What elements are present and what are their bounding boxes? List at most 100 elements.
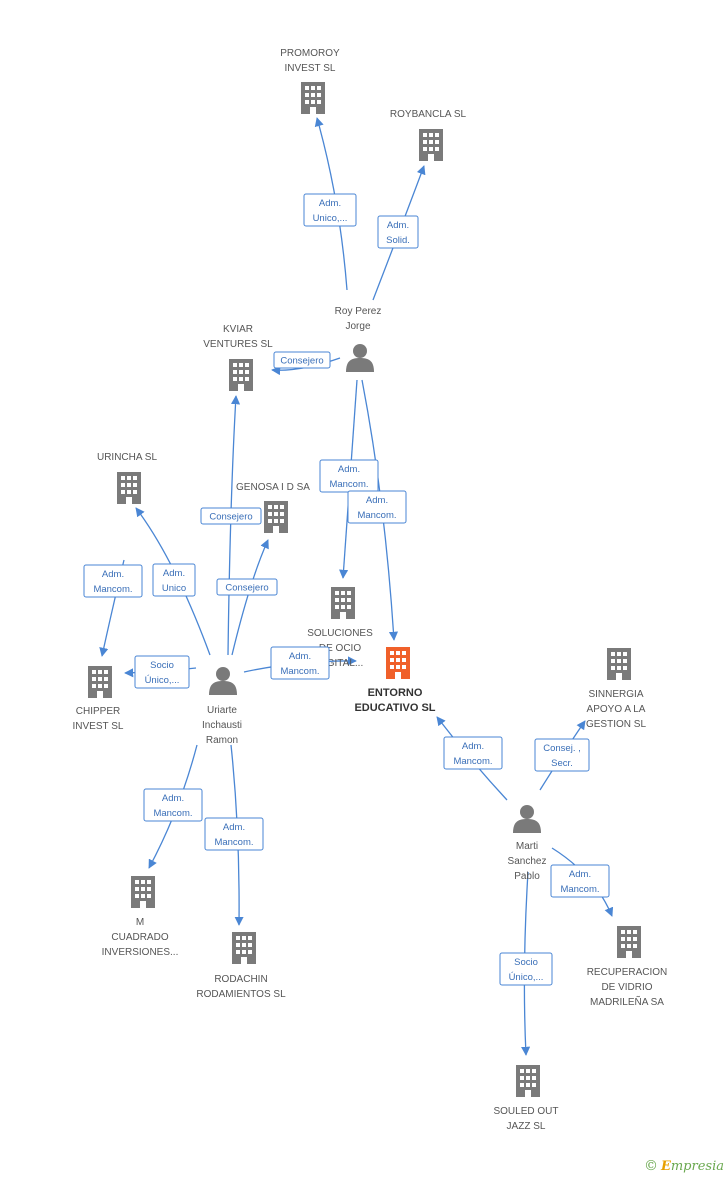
- edge-label-uriarte-to-kviar[interactable]: Consejero: [200, 507, 262, 525]
- node-entorno[interactable]: ENTORNO EDUCATIVO SL: [354, 647, 436, 714]
- edge-label-line: Adm.: [462, 741, 484, 752]
- building-icon: [331, 587, 355, 619]
- node-label-line: M: [136, 917, 144, 928]
- edge-label-roy-to-promoroy[interactable]: Adm. Unico,...: [303, 193, 357, 227]
- edge-label-line: Unico: [162, 583, 186, 594]
- building-icon: [301, 82, 325, 114]
- node-label-line: RECUPERACION: [587, 967, 668, 978]
- edge-label-line: Mancom.: [357, 510, 396, 521]
- building-icon: [419, 129, 443, 161]
- node-label-line: KVIAR: [223, 324, 253, 335]
- edge-label-line: Consejero: [280, 356, 323, 367]
- brand-credit[interactable]: ©Empresia: [644, 1158, 724, 1174]
- edge-label-line: Unico,...: [313, 213, 348, 224]
- node-label-line: MADRILEÑA SA: [590, 995, 664, 1008]
- edge-label-roy-to-entorno[interactable]: Adm.Mancom.: [347, 490, 407, 524]
- edge-label-line: Mancom.: [453, 756, 492, 767]
- edge-labels-layer: Adm.Unico,...Adm.Solid.ConsejeroAdm.Manc…: [83, 193, 610, 986]
- node-label-line: PROMOROY: [280, 48, 340, 59]
- edge-uriarte-to-kviar: [227, 395, 241, 656]
- edge-label-marti-to-souled[interactable]: SocioÚnico,...: [499, 952, 553, 986]
- copyright-icon: ©: [643, 1158, 658, 1174]
- edge-label-uriarte-to-chipper[interactable]: SocioÚnico,...: [134, 655, 190, 689]
- edge-label-line: Único,...: [509, 972, 544, 983]
- edge-label-marti-to-sinnergia[interactable]: Consej. ,Secr.: [534, 738, 590, 772]
- edge-label-urincha-to-chipper[interactable]: Adm.Mancom.: [83, 564, 143, 598]
- node-label-line: Uriarte: [207, 705, 237, 716]
- edge-label-line: Adm.: [223, 822, 245, 833]
- node-label-line: Jorge: [345, 321, 370, 332]
- edge-label-line: Adm.: [319, 198, 341, 209]
- edge-label-line: Socio: [150, 660, 174, 671]
- node-label-line: Pablo: [514, 871, 540, 882]
- person-icon: [513, 805, 541, 833]
- edge-label-line: Mancom.: [93, 584, 132, 595]
- node-promoroy[interactable]: PROMOROY INVEST SL: [280, 48, 340, 114]
- edge-label-uriarte-to-entorno[interactable]: Adm. Mancom.: [270, 646, 330, 680]
- building-icon: [607, 648, 631, 680]
- building-icon: [386, 647, 410, 679]
- edge-label-line: Adm.: [163, 568, 185, 579]
- node-label-line: CUADRADO: [111, 932, 168, 943]
- edge-label-uriarte-to-genosa[interactable]: Consejero: [216, 578, 278, 596]
- building-icon: [88, 666, 112, 698]
- edge-label-line: Socio: [514, 957, 538, 968]
- node-label-line: ROYBANCLA SL: [390, 109, 467, 120]
- edge-uriarte-to-genosa: [231, 539, 269, 656]
- node-label-line: ENTORNO: [368, 687, 423, 699]
- node-label-line: VENTURES SL: [203, 339, 273, 350]
- edge-label-roy-to-soluciones[interactable]: Adm.Mancom.: [319, 459, 379, 493]
- node-chipper[interactable]: CHIPPER INVEST SL: [73, 666, 124, 732]
- node-recuperacion[interactable]: RECUPERACION DE VIDRIO MADRILEÑA SA: [587, 926, 668, 1008]
- building-icon: [516, 1065, 540, 1097]
- edge-label-line: Mancom.: [214, 837, 253, 848]
- node-label-line: RODACHIN: [214, 974, 267, 985]
- node-label-line: DE VIDRIO: [601, 982, 652, 993]
- edge-label-line: Adm.: [569, 869, 591, 880]
- node-label-line: INVEST SL: [73, 721, 124, 732]
- node-urincha[interactable]: URINCHA SL: [97, 452, 157, 504]
- edge-label-line: Secr.: [551, 758, 573, 769]
- brand-name: mpresia: [670, 1159, 724, 1174]
- edge-label-uriarte-to-urincha[interactable]: Adm. Unico: [152, 563, 196, 597]
- edge-label-line: Consejero: [209, 512, 252, 523]
- node-label-line: RODAMIENTOS SL: [196, 989, 286, 1000]
- edge-label-marti-to-entorno[interactable]: Adm. Mancom.: [443, 736, 503, 770]
- node-label-line: INVERSIONES...: [102, 947, 179, 958]
- node-label-line: INVEST SL: [285, 63, 336, 74]
- edge-label-marti-to-recuperacion[interactable]: Adm.Mancom.: [550, 864, 610, 898]
- person-icon: [346, 344, 374, 372]
- node-label-line: GENOSA I D SA: [236, 482, 310, 493]
- node-mcuadrado[interactable]: M CUADRADO INVERSIONES...: [102, 876, 179, 958]
- node-rodachin[interactable]: RODACHIN RODAMIENTOS SL: [196, 932, 286, 1000]
- nodes-layer: PROMOROY INVEST SL ROYBANCLA SL Roy PerezJo…: [73, 48, 668, 1132]
- building-icon: [117, 472, 141, 504]
- edge-label-uriarte-to-mcuadrado[interactable]: Adm.Mancom.: [143, 788, 203, 822]
- edge-label-line: Mancom.: [280, 666, 319, 677]
- node-label-line: Roy Perez: [335, 306, 382, 317]
- node-label-line: EDUCATIVO SL: [354, 702, 435, 714]
- edge-label-roy-to-roybancla[interactable]: Adm.Solid.: [377, 215, 419, 249]
- edge-label-uriarte-to-rodachin[interactable]: Adm. Mancom.: [204, 817, 264, 851]
- node-label-line: SOULED OUT: [493, 1106, 558, 1117]
- edge-label-line: Mancom.: [329, 479, 368, 490]
- node-genosa[interactable]: GENOSA I D SA: [236, 482, 310, 533]
- node-label-line: Marti: [516, 841, 538, 852]
- edge-label-line: Adm.: [289, 651, 311, 662]
- node-sinnergia[interactable]: SINNERGIA APOYO A LA GESTION SL: [586, 648, 646, 730]
- node-roybancla[interactable]: ROYBANCLA SL: [390, 109, 467, 161]
- edge-label-roy-to-kviar[interactable]: Consejero: [273, 351, 331, 369]
- node-label-line: SINNERGIA: [588, 689, 643, 700]
- node-label-line: Sanchez: [508, 856, 547, 867]
- node-label-line: GESTION SL: [586, 719, 646, 730]
- node-kviar[interactable]: KVIAR VENTURES SL: [203, 324, 273, 391]
- building-icon: [131, 876, 155, 908]
- node-label-line: APOYO A LA: [587, 704, 646, 715]
- node-label-line: CHIPPER: [76, 706, 120, 717]
